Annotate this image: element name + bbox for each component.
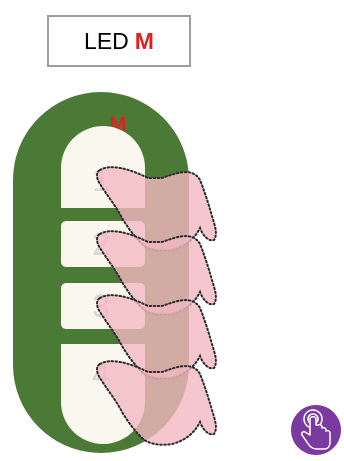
touch-icon	[291, 405, 341, 455]
touch-button[interactable]	[291, 405, 341, 455]
